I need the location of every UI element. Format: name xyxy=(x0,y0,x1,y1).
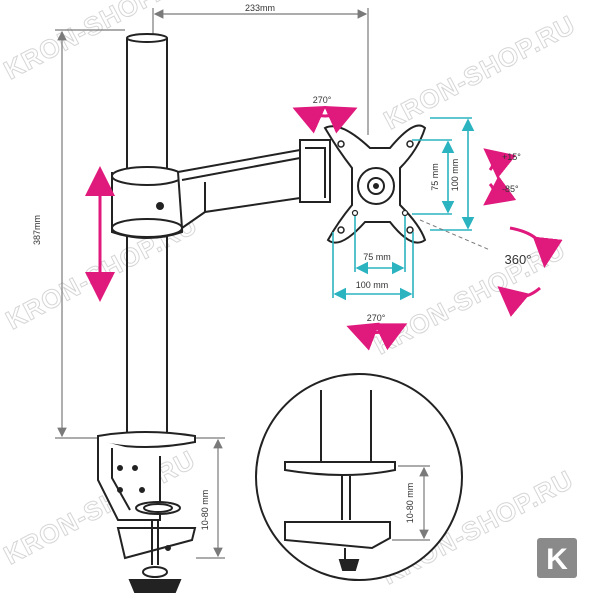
vesa-large-horizontal-label: 100 mm xyxy=(356,280,389,290)
vesa-plate xyxy=(323,124,427,244)
watermark-text: KRON-SHOP.RU xyxy=(379,9,581,135)
pole-height-label: 387mm xyxy=(32,215,42,245)
clamp-range-label: 10-80 mm xyxy=(200,490,210,531)
vesa-large-vertical-label: 100 mm xyxy=(450,159,460,192)
swivel-top-label: 270° xyxy=(313,95,332,105)
vesa-small-horizontal-label: 75 mm xyxy=(363,252,391,262)
watermark-text: KRON-SHOP.RU xyxy=(369,234,571,360)
clamp-detail-view: 10-80 mm xyxy=(255,373,463,581)
vesa-dimensions xyxy=(332,117,475,301)
pole-height-dimension: 387mm xyxy=(32,29,125,439)
swivel-top-indicator: 270° xyxy=(292,95,358,134)
rotate-label: 360° xyxy=(505,252,532,267)
monitor-arm xyxy=(176,139,331,230)
swivel-bottom-label: 270° xyxy=(367,313,386,323)
logo-letter: K xyxy=(546,543,568,576)
rotate-indicator: 360° xyxy=(419,219,563,317)
desk-clamp xyxy=(97,431,197,593)
swivel-bottom-indicator: 270° xyxy=(346,313,408,351)
tilt-up-label: +15° xyxy=(502,152,521,162)
arm-reach-label: 233mm xyxy=(245,3,275,13)
vesa-small-vertical-label: 75 mm xyxy=(430,163,440,191)
brand-logo: K xyxy=(537,538,577,578)
tilt-down-label: -85° xyxy=(502,184,519,194)
tilt-indicator: +15° -85° xyxy=(483,148,521,206)
mount-pole xyxy=(126,33,168,438)
watermark-text: KRON-SHOP.RU xyxy=(0,0,200,85)
clamp-detail-range-label: 10-80 mm xyxy=(405,483,415,524)
arm-collar xyxy=(111,166,183,239)
clamp-range-dimension: 10-80 mm xyxy=(196,437,225,559)
